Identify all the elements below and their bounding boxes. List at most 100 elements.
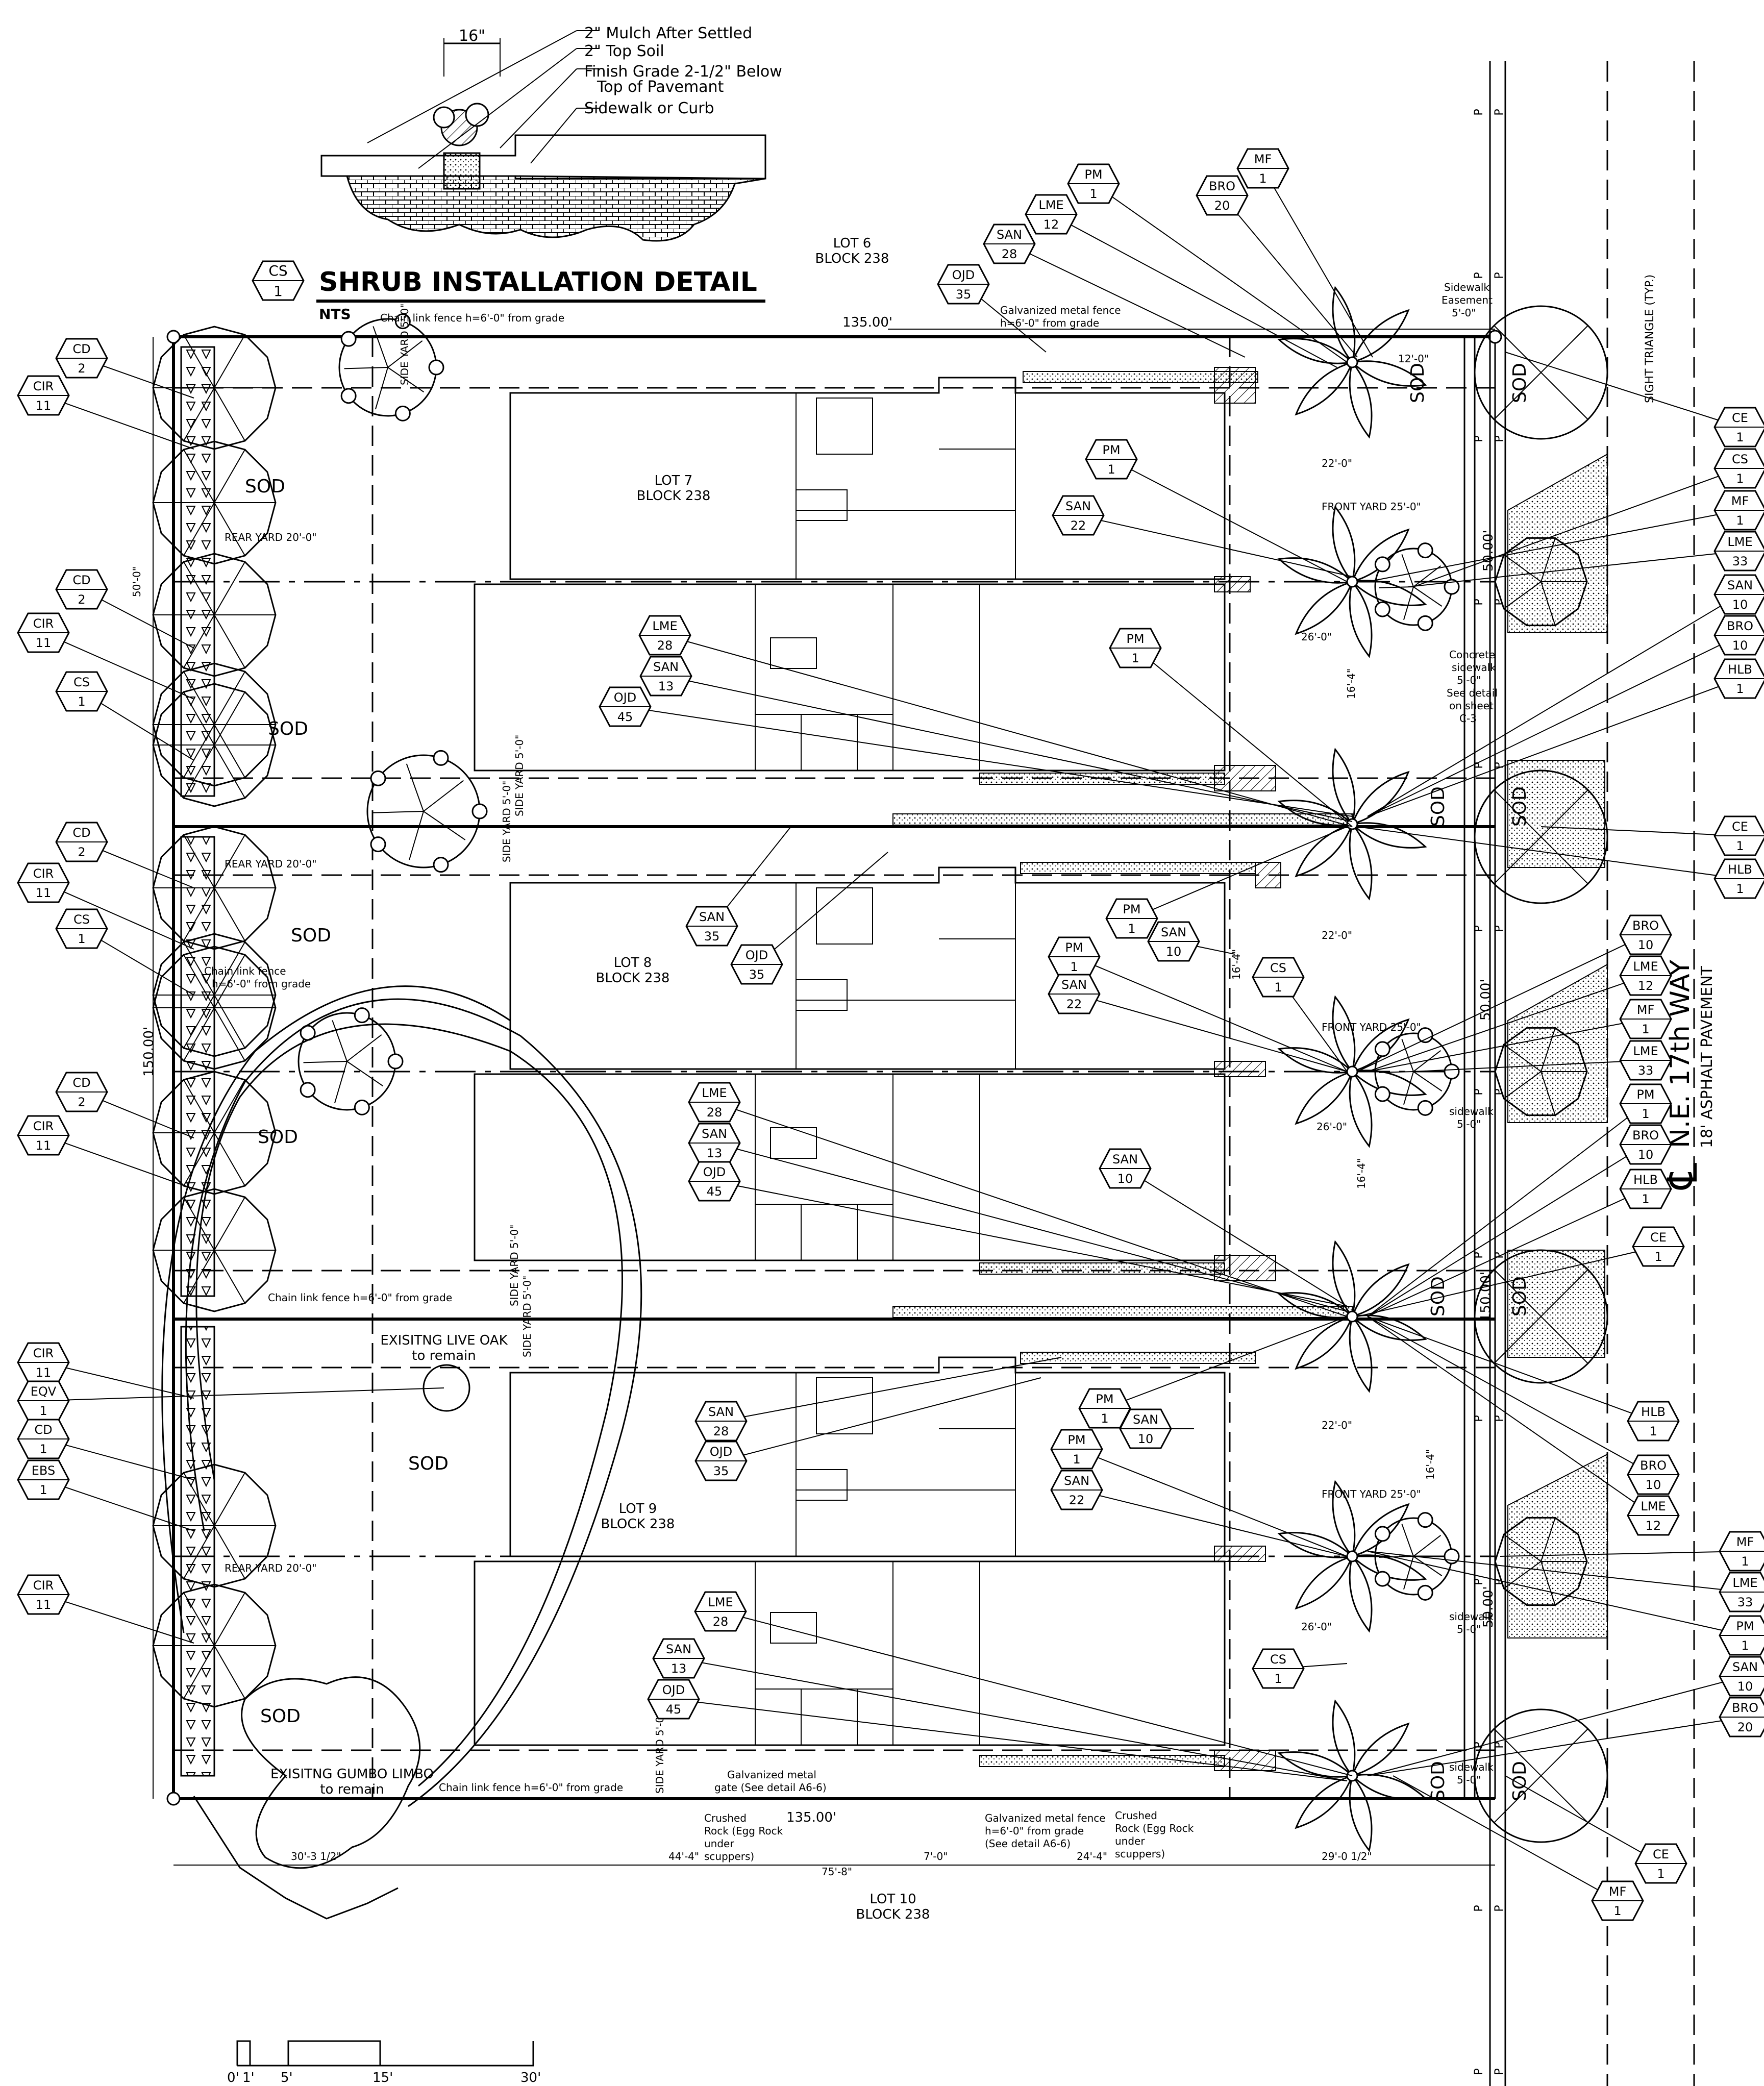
tag-code: CS [73, 675, 90, 689]
tag-qty: 1 [1613, 1904, 1621, 1918]
tag-qty: 35 [956, 287, 972, 302]
pole-marker: P [1473, 599, 1485, 605]
galv-fence-note-1: Galvanized metal fence [1000, 304, 1121, 316]
tag-qty: 1 [1642, 1192, 1649, 1206]
lot-8-block: BLOCK 238 [596, 971, 670, 986]
tag-qty: 22 [1069, 1493, 1085, 1507]
dim-50-right: 50.00' [1481, 530, 1496, 572]
crushed-rock-3: under [1115, 1835, 1145, 1847]
tag-code: EQV [31, 1384, 57, 1399]
tag-qty: 1 [1736, 839, 1744, 853]
side-yard-label: SIDE YARD 5'-0" [508, 1225, 520, 1306]
tag-qty: 2 [78, 592, 85, 607]
concrete-sidewalk-3: 5'-0" [1457, 674, 1481, 686]
dim-bottom-5: 24'-4" [1077, 1850, 1107, 1863]
crushed-rock-4: scuppers) [704, 1850, 754, 1863]
leader-line [1009, 243, 1246, 358]
live-oak-sub: to remain [412, 1348, 476, 1363]
tag-qty: 1 [1657, 1867, 1664, 1881]
sod-label: SOD [260, 1706, 301, 1727]
leader-line [1367, 1144, 1646, 1317]
scale-label-30: 30' [520, 2070, 541, 2085]
sidewalk-easement-1: Sidewalk [1444, 281, 1489, 293]
tag-code: SAN [653, 660, 679, 674]
plant-tag-cd: CD2 [55, 569, 194, 649]
scale-label-1: 1' [242, 2070, 255, 2085]
tag-code: PM [1636, 1087, 1654, 1102]
plant-tag-pm: PM1 [1078, 1316, 1348, 1429]
leader-line [1413, 468, 1741, 587]
tag-code: MF [1637, 1003, 1655, 1017]
leader-line [43, 1135, 194, 1189]
tag-code: SAN [997, 228, 1022, 242]
tag-qty: 28 [1002, 247, 1017, 261]
tag-code: SAN [1065, 499, 1091, 513]
tag-qty: 1 [1070, 960, 1078, 974]
leader-line [673, 1699, 1348, 1781]
plant-tag-ce: CE1 [1541, 815, 1764, 856]
tag-qty: 10 [1638, 938, 1654, 952]
tag-qty: 33 [1732, 554, 1748, 568]
plant-tag-ce: CE1 [1505, 352, 1764, 448]
pole-marker: P [1493, 435, 1506, 442]
lot-8-label: LOT 8 [614, 955, 652, 971]
tag-code: CS [1270, 961, 1286, 975]
tag-qty: 11 [36, 1365, 52, 1380]
lot-9-block: BLOCK 238 [601, 1517, 675, 1532]
scale-bar: 0' 1' 5' 15' 30' [227, 2040, 541, 2085]
dim-150-right: 150.00' [1478, 1272, 1494, 1322]
rear-yard-label: REAR YARD 20'-0" [225, 1562, 317, 1574]
tag-code: LME [1732, 1576, 1757, 1590]
tag-code: BRO [1632, 918, 1659, 933]
leader-line [1078, 515, 1353, 577]
pole-marker: P [1493, 272, 1506, 279]
tag-code: HLB [1728, 862, 1752, 877]
lot-10-block: BLOCK 238 [856, 1907, 930, 1922]
pole-marker: P [1493, 1905, 1506, 1911]
tag-code: SAN [1732, 1660, 1758, 1674]
tag-code: BRO [1640, 1458, 1667, 1473]
galv-fence-note-2: h=6'-0" from grade [1000, 317, 1099, 329]
tag-qty: 12 [1646, 1519, 1661, 1533]
pole-marker: P [1493, 1742, 1506, 1748]
gumbo-limbo-label: EXISITNG GUMBO LIMBO [270, 1767, 434, 1782]
pole-marker: P [1473, 925, 1485, 932]
leader-line [43, 882, 194, 950]
leader-line [1367, 1316, 1654, 1475]
plant-tag-ce: CE1 [1357, 1226, 1685, 1317]
tree-pm [1374, 542, 1460, 631]
tag-code: LME [1633, 959, 1658, 974]
sidewalk-note: sidewalk [1449, 1610, 1494, 1623]
leader-line [1367, 594, 1741, 817]
dim-22: 22'-0" [1322, 1419, 1352, 1431]
tag-qty: 33 [1737, 1595, 1753, 1609]
tag-code: CIR [33, 1346, 54, 1360]
dim-26: 26'-0" [1316, 1121, 1347, 1133]
leader-line [1125, 1168, 1348, 1307]
tag-code: OJD [710, 1445, 732, 1459]
street-tree-cs [1494, 537, 1588, 627]
lot-7-label: LOT 7 [655, 473, 693, 488]
dim-16-4: 16'-4" [1355, 1158, 1368, 1189]
tag-qty: 45 [666, 1702, 682, 1717]
leader-line [1367, 1316, 1654, 1516]
leader-line [1367, 1019, 1646, 1072]
existing-trees-notes: EXISITNG LIVE OAK to remain EXISITNG GUM… [161, 985, 642, 1920]
tag-qty: 13 [707, 1146, 723, 1160]
tag-qty: 11 [36, 1138, 52, 1153]
tag-code: BRO [1727, 619, 1753, 633]
leader-line [1104, 1316, 1348, 1409]
tag-code: PM [1126, 632, 1144, 646]
tag-code: SAN [1161, 925, 1186, 939]
tag-code: CE [1650, 1230, 1667, 1245]
pole-marker: P [1493, 109, 1506, 115]
side-yard-label: SIDE YARD 5'-0" [513, 735, 526, 816]
street-name: N.E. 17th WAY [1665, 960, 1696, 1148]
